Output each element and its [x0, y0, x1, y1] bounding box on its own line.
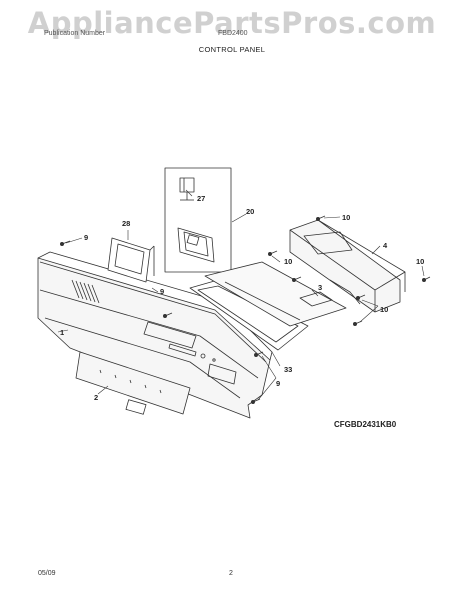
callout: 10: [284, 257, 292, 266]
callout: 4: [383, 241, 388, 250]
callout: 20: [246, 207, 254, 216]
callout: 2: [94, 393, 98, 402]
handle-insert: [107, 237, 155, 283]
watermark: AppliancePartsPros.com: [27, 6, 437, 40]
lower-trim-panel: [75, 351, 191, 415]
callout: 9: [84, 233, 88, 242]
gasket-part: [189, 279, 309, 351]
panel-vents: [71, 279, 100, 304]
screw-fasteners: [60, 215, 431, 404]
leader-lines: [57, 189, 425, 401]
page-title: CONTROL PANEL: [198, 45, 266, 54]
callout: 33: [284, 365, 292, 374]
diagram-code: CFGBD2431KB0: [334, 420, 397, 429]
footer-page: 2: [229, 570, 233, 577]
control-panel-part: [37, 251, 273, 419]
callout: 28: [122, 219, 130, 228]
publication-label: Publication Number: [44, 30, 106, 37]
callout: 10: [342, 213, 350, 222]
control-board-part: [204, 261, 347, 327]
callout: 1: [60, 328, 64, 337]
callout: 27: [197, 194, 205, 203]
callouts: 9 1 28 20 27 9 9 10 10 10 10 4 3 33 2: [60, 194, 424, 402]
callout: 9: [160, 287, 164, 296]
callout: 10: [380, 305, 388, 314]
model-number: FBD2400: [218, 30, 248, 37]
callout: 3: [318, 283, 322, 292]
callout: 10: [416, 257, 424, 266]
callout: 9: [276, 379, 280, 388]
footer-date: 05/09: [38, 570, 56, 577]
inset-box: [164, 167, 232, 273]
